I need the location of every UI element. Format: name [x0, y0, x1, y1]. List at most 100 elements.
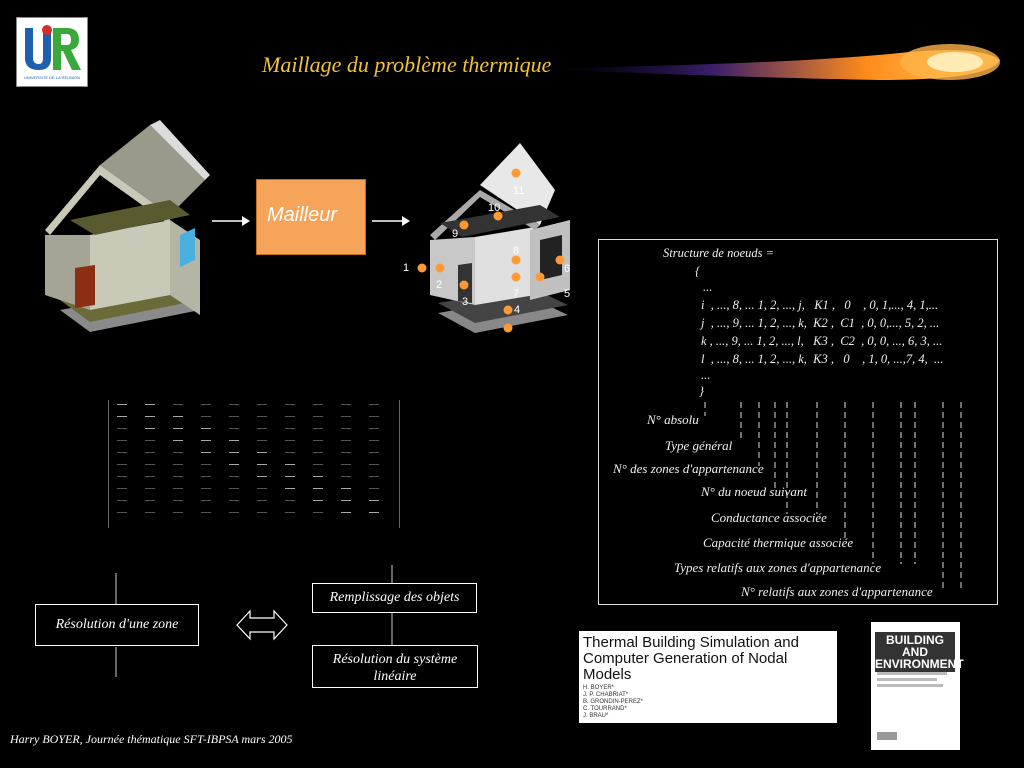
matrix-cell [285, 488, 295, 489]
journal-text-placeholder [877, 684, 943, 687]
matrix-cell [341, 512, 351, 513]
paper-author: J. BRAU* [583, 713, 609, 719]
paper-author: C. TOURRAND* [583, 706, 627, 712]
node-label: 6 [564, 263, 571, 275]
matrix-cell [341, 452, 351, 453]
matrix-cell [285, 404, 295, 405]
arrow-right-icon [372, 216, 410, 226]
arrow-right-icon [212, 216, 250, 226]
matrix-cell [369, 500, 379, 501]
matrix-cell [341, 476, 351, 477]
double-arrow-icon [236, 609, 288, 641]
matrix-cell [313, 452, 323, 453]
matrix-cell [201, 452, 211, 453]
matrix-cell [341, 416, 351, 417]
title-swoosh [560, 44, 1000, 80]
matrix-cell [229, 404, 239, 405]
matrix-cell [369, 488, 379, 489]
paper-title: Thermal Building Simulation and Computer… [583, 634, 799, 683]
matrix-cell [369, 476, 379, 477]
structure-line: j , ..., 9, ... 1, 2, ..., k, K2 , C1 , … [701, 316, 940, 330]
node-label: 7 [513, 288, 520, 300]
matrix-cell [313, 500, 323, 501]
matrix-cell [117, 452, 127, 453]
matrix-cell [285, 464, 295, 465]
matrix-cell [341, 428, 351, 429]
matrix-cell [117, 512, 127, 513]
matrix-cell [341, 440, 351, 441]
matrix-cell [145, 476, 155, 477]
matrix-cell [173, 512, 183, 513]
matrix-cell [117, 464, 127, 465]
flow-connectors [115, 565, 393, 687]
node-label: 1 [403, 262, 410, 274]
matrix-cell [229, 452, 239, 453]
structure-label: N° des zones d'appartenance [613, 461, 764, 476]
matrix-cell [257, 404, 267, 405]
matrix-cell [313, 464, 323, 465]
matrix-cell [285, 440, 295, 441]
matrix-cell [145, 416, 155, 417]
matrix-cell [201, 440, 211, 441]
structure-label: Conductance associée [711, 510, 827, 525]
matrix-cell [229, 488, 239, 489]
flow-box-zone: Résolution d'une zone [35, 604, 199, 646]
matrix-cell [341, 488, 351, 489]
matrix-cell [173, 464, 183, 465]
matrix-cell [201, 488, 211, 489]
matrix-cell [145, 488, 155, 489]
conductance-matrix [108, 400, 400, 528]
matrix-cell [201, 512, 211, 513]
matrix-cell [369, 452, 379, 453]
matrix-cell [229, 464, 239, 465]
matrix-cell [145, 452, 155, 453]
matrix-cell [229, 416, 239, 417]
structure-label: N° absolu [647, 412, 699, 427]
matrix-cell [229, 428, 239, 429]
journal-cover: BUILDING AND ENVIRONMENT [871, 622, 964, 750]
matrix-cell [313, 404, 323, 405]
structure-line: l , ..., 8, ... 1, 2, ..., k, K3 , 0 , 1… [701, 352, 944, 366]
matrix-cell [257, 416, 267, 417]
structure-line: ... [703, 280, 713, 294]
flow-box-fill: Remplissage des objets [312, 583, 477, 613]
mesh-nodes [417, 168, 565, 333]
node-label: 10 [488, 202, 501, 214]
structure-line: } [699, 384, 704, 398]
structure-label: Types relatifs aux zones d'appartenance [674, 560, 882, 575]
house-3d-model [45, 120, 210, 332]
matrix-cell [117, 488, 127, 489]
matrix-cell [201, 404, 211, 405]
matrix-cell [369, 440, 379, 441]
matrix-cell [313, 416, 323, 417]
matrix-cell [285, 500, 295, 501]
matrix-cell [341, 404, 351, 405]
node-label: 8 [513, 245, 520, 257]
structure-line: Structure de noeuds = [663, 246, 775, 260]
matrix-cell [145, 440, 155, 441]
matrix-cell [229, 512, 239, 513]
structure-line: k , ..., 9, ... 1, 2, ..., l, K3 , C2 , … [701, 334, 943, 348]
matrix-cell [369, 404, 379, 405]
structure-label: Capacité thermique associée [703, 535, 854, 550]
journal-text-placeholder [877, 678, 937, 681]
matrix-cell [257, 500, 267, 501]
journal-text-placeholder [877, 672, 947, 675]
matrix-cell [257, 512, 267, 513]
matrix-cell [285, 428, 295, 429]
matrix-cell [117, 404, 127, 405]
matrix-cell [117, 440, 127, 441]
structure-label: N° relatifs aux zones d'appartenance [741, 584, 933, 599]
node-label: 11 [513, 185, 525, 197]
matrix-cell [285, 416, 295, 417]
page-title: Maillage du problème thermique [262, 52, 552, 77]
matrix-cell [145, 500, 155, 501]
matrix-cell [257, 452, 267, 453]
structure-line: { [695, 264, 700, 278]
matrix-cell [201, 464, 211, 465]
structure-label: N° du noeud suivant [701, 484, 807, 499]
matrix-cell [173, 428, 183, 429]
matrix-cell [341, 464, 351, 465]
matrix-cell [257, 476, 267, 477]
matrix-cell [369, 416, 379, 417]
